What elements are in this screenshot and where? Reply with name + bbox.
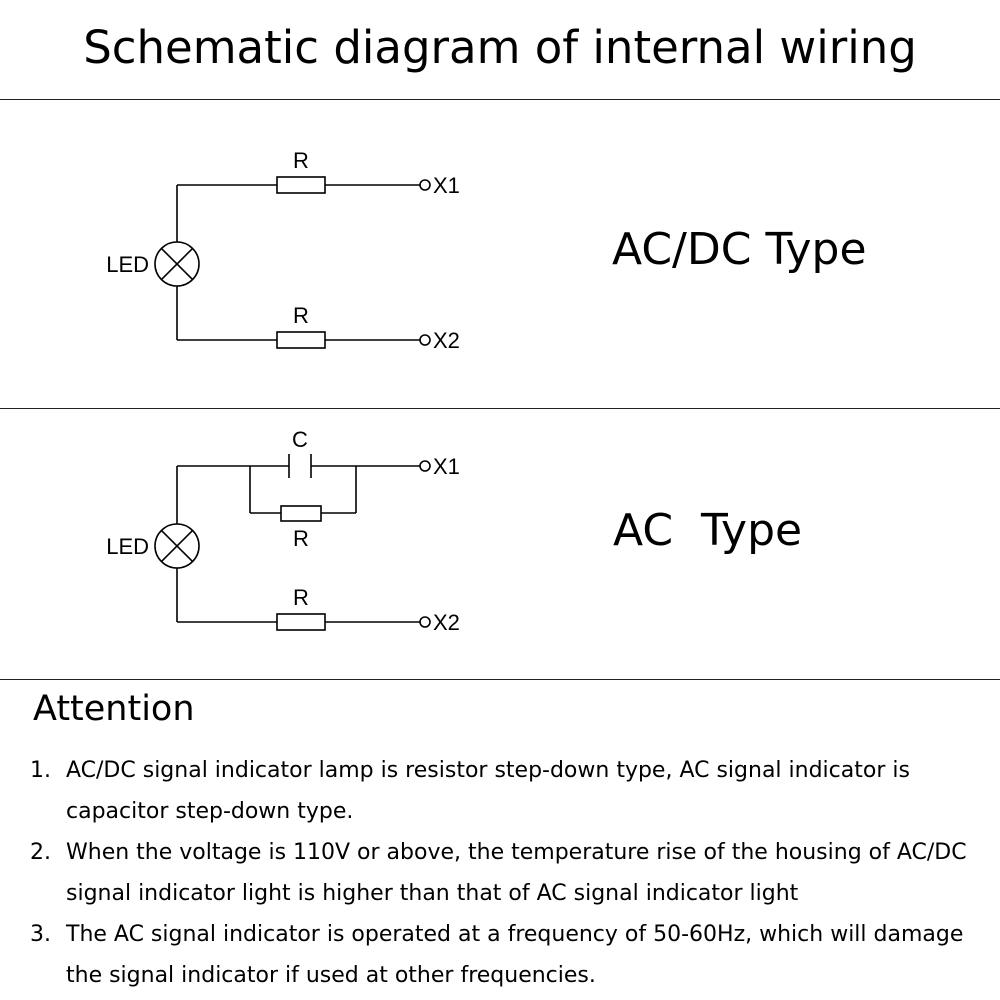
attention-item: 1. AC/DC signal indicator lamp is resist… [30,750,980,832]
led-cross-b [160,529,194,563]
acdc-wiring-diagram: R R LED X1 X2 [80,140,500,390]
led-label: LED [106,534,149,559]
terminal-x2-symbol [419,334,431,346]
led-cross-b [160,247,194,281]
acdc-type-label: AC/DC Type [612,224,867,275]
attention-item-text: When the voltage is 110V or above, the t… [66,840,967,906]
divider-bottom [0,679,1000,680]
terminal-x1-symbol [419,179,431,191]
resistor-top-label: R [293,148,309,173]
parallel-resistor-label: R [293,526,309,551]
attention-heading: Attention [33,689,195,729]
page-title: Schematic diagram of internal wiring [83,21,917,74]
terminal-x2-label: X2 [433,328,460,353]
terminal-x2-symbol [419,616,431,628]
led-label: LED [106,252,149,277]
attention-item-text: AC/DC signal indicator lamp is resistor … [66,758,910,824]
attention-item-number: 3. [30,922,51,947]
terminal-x1-label: X1 [433,173,460,198]
attention-item: 3. The AC signal indicator is operated a… [30,914,980,996]
terminal-x1-symbol [419,460,431,472]
divider-top [0,99,1000,100]
terminal-x1-label: X1 [433,454,460,479]
ac-type-label: AC Type [613,505,803,556]
divider-middle [0,408,1000,409]
parallel-resistor-symbol [280,505,322,522]
capacitor-label: C [292,427,308,452]
attention-item: 2. When the voltage is 110V or above, th… [30,832,980,914]
attention-item-number: 2. [30,840,51,865]
attention-list: 1. AC/DC signal indicator lamp is resist… [30,750,980,996]
terminal-x2-label: X2 [433,610,460,635]
attention-item-text: The AC signal indicator is operated at a… [66,922,964,988]
resistor-bottom-label: R [293,585,309,610]
attention-item-number: 1. [30,758,51,783]
resistor-bottom-symbol [276,613,326,631]
resistor-bottom-label: R [293,303,309,328]
resistor-top-symbol [276,176,326,194]
ac-wiring-diagram: C R R LED X1 X2 [80,420,500,670]
resistor-bottom-symbol [276,331,326,349]
